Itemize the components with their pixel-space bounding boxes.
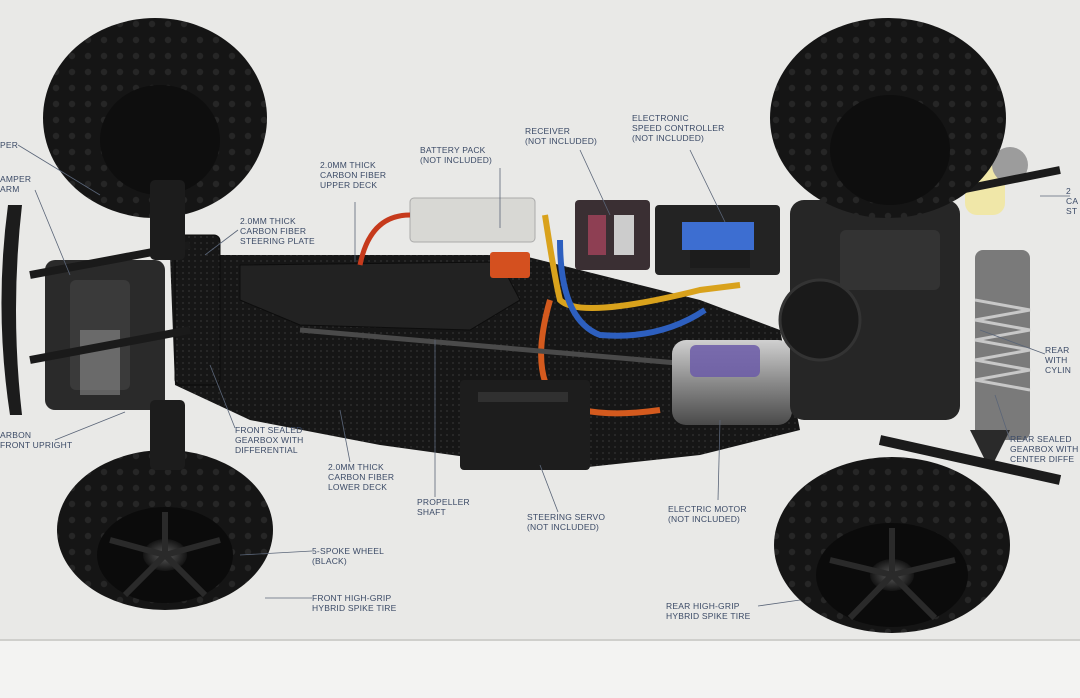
label-speed-controller: ELECTRONIC SPEED CONTROLLER (NOT INCLUDE… <box>632 113 725 143</box>
label-right-upper: 2 CA ST <box>1066 186 1079 216</box>
leader-lines <box>17 144 1070 607</box>
battery-pack <box>409 197 536 243</box>
battery-connector <box>490 252 530 278</box>
rear-wheel-top <box>770 18 1006 218</box>
yellow-wire <box>542 214 741 311</box>
front-wheel-bottom <box>57 450 273 610</box>
rear-wheel-bottom <box>774 457 1010 633</box>
label-battery-pack: BATTERY PACK (NOT INCLUDED) <box>420 145 493 165</box>
esc-heatsink <box>682 222 754 250</box>
front-damper-spring <box>80 330 120 395</box>
label-propeller-shaft: PROPELLER SHAFT <box>417 497 470 517</box>
steering-servo <box>460 380 590 470</box>
label-front-gearbox: FRONT SEALED GEARBOX WITH DIFFERENTIAL <box>235 425 304 455</box>
front-bumper <box>1 205 22 415</box>
front-wheel-top <box>43 18 267 218</box>
label-receiver: RECEIVER (NOT INCLUDED) <box>525 126 598 146</box>
steering-plate <box>174 234 221 386</box>
label-front-tire: FRONT HIGH-GRIP HYBRID SPIKE TIRE <box>312 593 397 613</box>
rear-damper-spring <box>974 298 1031 392</box>
label-steering-plate: 2.0mm THICK CARBON FIBER STEERING PLATE <box>240 216 315 246</box>
label-rear-tire: REAR HIGH-GRIP HYBRID SPIKE TIRE <box>666 601 751 621</box>
label-steering-servo: STEERING SERVO (NOT INCLUDED) <box>527 512 606 532</box>
label-upper-deck: 2.0mm THICK CARBON FIBER UPPER DECK <box>320 160 387 190</box>
label-damper: PER <box>0 140 19 150</box>
label-rear-gearbox: REAR SEALED GEARBOX WITH CENTER DIFFE <box>1010 434 1079 464</box>
motor-label <box>690 345 760 377</box>
blue-wire <box>557 239 707 339</box>
label-front-upright: ARBON FRONT UPRIGHT <box>0 430 73 450</box>
label-lower-deck: 2.0mm THICK CARBON FIBER LOWER DECK <box>328 462 395 492</box>
label-damper-arm: AMPER ARM <box>0 174 32 194</box>
battery-wire <box>357 212 411 266</box>
label-rear-damper: REAR WITH CYLIN <box>1045 345 1072 375</box>
receiver <box>575 200 650 270</box>
bottom-margin <box>0 640 1080 698</box>
label-electric-motor: ELECTRIC MOTOR (NOT INCLUDED) <box>668 504 747 524</box>
propeller-shaft <box>299 327 701 368</box>
label-wheel: 5-SPOKE WHEEL (BLACK) <box>312 546 385 566</box>
